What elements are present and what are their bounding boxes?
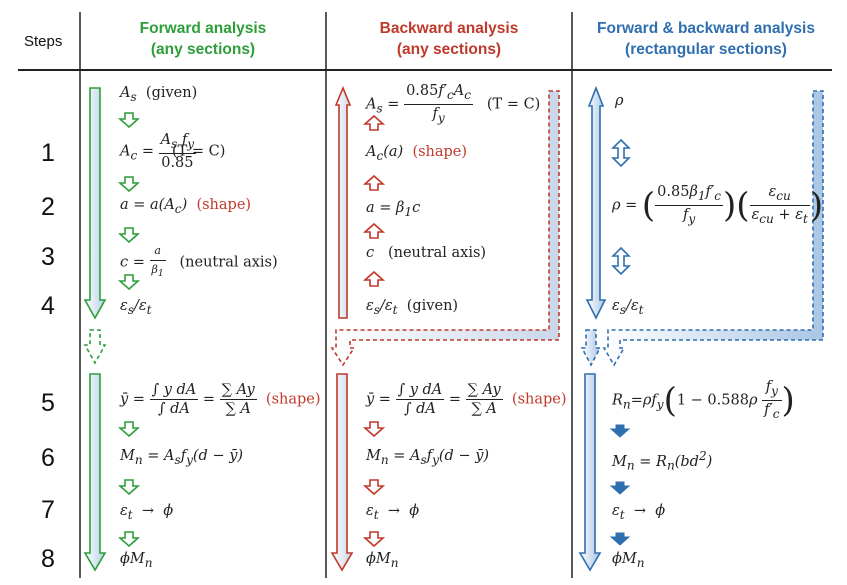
forward-title: Forward analysis: [139, 20, 267, 37]
backward-small-arrows-up: [362, 114, 386, 287]
backward-analysis-header: Backward analysis (any sections): [326, 18, 572, 60]
steps-header: Steps: [24, 33, 63, 50]
fb-eq-mn: Mn = Rn(bd2): [612, 449, 713, 473]
forward-long-arrow-top: [83, 87, 107, 320]
bwd-eq-ybar: ȳ = ∫ y dA∫ dA = ∑ Ay∑ A (shape): [366, 382, 567, 417]
step-number-1: 1: [41, 139, 55, 167]
backward-dashed-connector: [330, 90, 560, 367]
fwd-eq-a: a = a(Ac) (shape): [120, 197, 252, 216]
fwd-eq-ybar: ȳ = ∫ y dA∫ dA = ∑ Ay∑ A (shape): [120, 382, 321, 417]
forward-subtitle: (any sections): [150, 41, 256, 58]
bwd-eq-phimn: ϕMn: [366, 551, 399, 570]
step-number-5: 5: [41, 389, 55, 417]
fb-eq-phimn: ϕMn: [612, 551, 645, 570]
fwd-eq-mn: Mn = Asfy(d − ȳ): [120, 448, 244, 467]
backward-long-arrow-bottom: [330, 373, 354, 572]
fb-eq-phi: εt → ϕ: [612, 503, 666, 522]
step-number-7: 7: [41, 496, 55, 524]
step-number-4: 4: [41, 292, 55, 320]
fb-analysis-header: Forward & backward analysis (rectangular…: [572, 18, 840, 60]
bwd-eq-c: c (neutral axis): [366, 245, 487, 261]
forward-analysis-header: Forward analysis (any sections): [80, 18, 326, 60]
fb-long-arrow-bottom: [578, 373, 602, 572]
fwd-eq-phi: εt → ϕ: [120, 503, 174, 522]
fb-small-arrows-down: [609, 424, 631, 546]
fb-small-double-arrows: [611, 138, 631, 276]
bwd-eq-ac: Ac(a) (shape): [366, 144, 468, 163]
fb-dashed-connector-right: [602, 90, 824, 367]
backward-title: Backward analysis: [379, 20, 519, 37]
fwd-eq-phimn: ϕMn: [120, 551, 153, 570]
bwd-eq-a: a = β1c: [366, 200, 421, 219]
step-number-2: 2: [41, 193, 55, 221]
fb-subtitle: (rectangular sections): [625, 41, 787, 58]
bwd-eq-strain: εs/εt (given): [366, 298, 459, 317]
step-number-3: 3: [41, 243, 55, 271]
fb-eq-rho: ρ: [615, 93, 624, 109]
step-number-8: 8: [41, 545, 55, 573]
fb-title: Forward & backward analysis: [597, 20, 815, 37]
step-number-6: 6: [41, 444, 55, 472]
fwd-eq-strain: εs/εt: [120, 298, 152, 317]
fwd-eq-as-given: As (given): [120, 85, 198, 104]
bwd-eq-mn: Mn = Asfy(d − ȳ): [366, 448, 490, 467]
forward-dashed-connector: [83, 329, 107, 365]
bwd-eq-phi: εt → ϕ: [366, 503, 420, 522]
forward-small-arrows: [117, 112, 141, 548]
backward-subtitle: (any sections): [396, 41, 502, 58]
fb-eq-strain: εs/εt: [612, 298, 644, 317]
forward-long-arrow-bottom: [83, 373, 107, 572]
backward-long-arrow-top: [334, 85, 352, 319]
backward-small-arrows-down: [362, 421, 386, 548]
fb-dashed-connector-left: [580, 329, 602, 367]
fb-double-arrow-top: [585, 85, 607, 320]
